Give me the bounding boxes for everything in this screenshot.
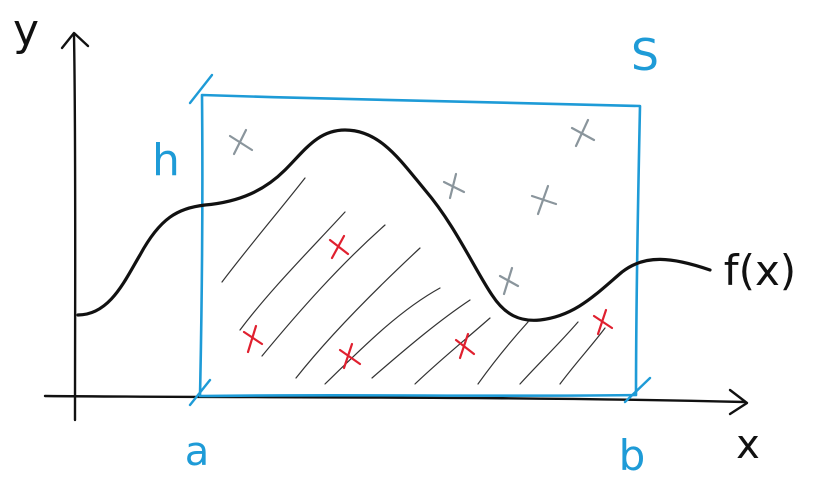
samples-above-curve	[228, 118, 596, 296]
sample-point-inside	[592, 308, 614, 336]
area-under-curve-hatching	[221, 177, 606, 385]
height-label: h	[152, 135, 180, 186]
y-axis-label: y	[13, 5, 39, 56]
y-axis	[60, 31, 90, 422]
sample-point-outside	[498, 266, 520, 296]
region-label: S	[631, 30, 659, 81]
sample-point-outside	[570, 118, 596, 148]
upper-bound-label: b	[619, 431, 646, 480]
bound-tick-marks	[188, 73, 652, 407]
sample-point-outside	[442, 172, 466, 200]
sample-point-inside	[242, 324, 264, 354]
lower-bound-label: a	[185, 429, 210, 475]
sample-point-inside	[338, 342, 362, 370]
region-s-box	[198, 93, 642, 398]
sample-point-inside	[454, 332, 476, 360]
samples-under-curve	[242, 234, 614, 370]
function-curve	[76, 128, 712, 322]
x-axis-label: x	[736, 422, 760, 468]
x-axis	[43, 388, 749, 416]
sample-point-outside	[228, 128, 254, 156]
sample-point-outside	[530, 184, 558, 216]
function-label: f(x)	[724, 246, 796, 295]
sample-point-inside	[328, 234, 350, 260]
